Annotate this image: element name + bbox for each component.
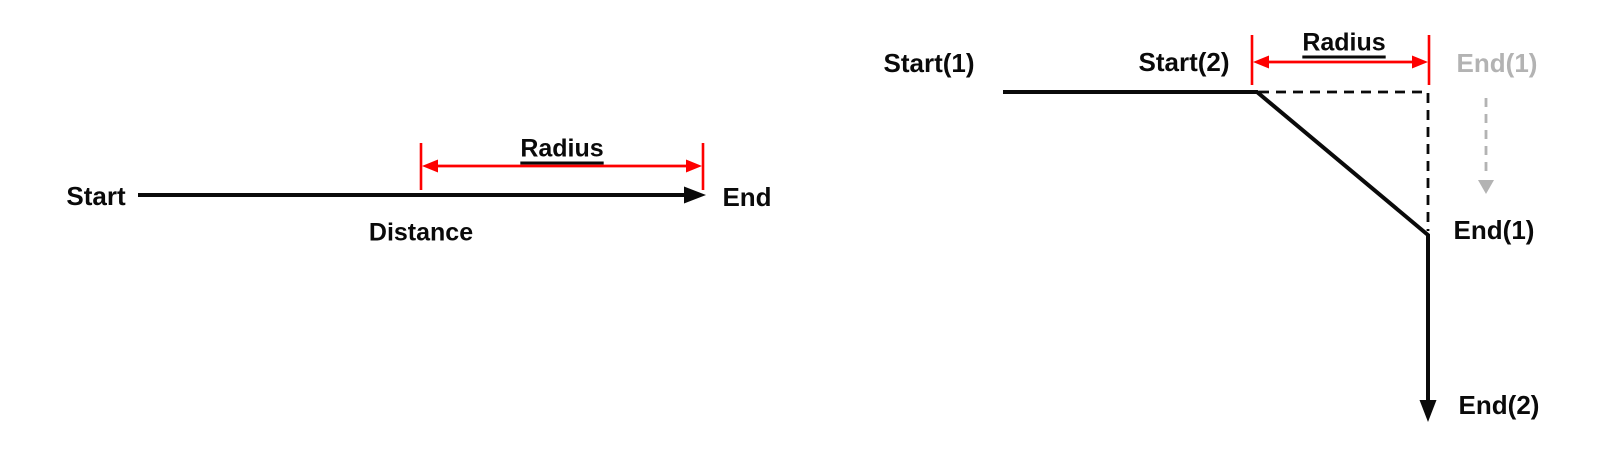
end-label: End <box>722 182 772 212</box>
original-path-dashed-line <box>1259 90 1430 231</box>
right-blend-figure <box>1003 35 1494 422</box>
end1-ghost-label: End(1) <box>1456 48 1538 78</box>
radius2-arrowhead-left-icon <box>1253 55 1269 69</box>
end2-label: End(2) <box>1458 390 1540 420</box>
start-label: Start <box>66 181 126 211</box>
left-distance-figure <box>138 143 706 204</box>
distance-label: Distance <box>368 218 474 247</box>
radius2-label: Radius <box>1302 28 1386 57</box>
blended-path-line <box>1003 90 1430 404</box>
start1-label: Start(1) <box>883 48 975 78</box>
end1-label: End(1) <box>1453 215 1535 245</box>
start2-label: Start(2) <box>1138 47 1230 77</box>
radius-arrowhead-right-icon <box>686 159 702 173</box>
radius-label: Radius <box>520 134 604 163</box>
radius2-arrowhead-right-icon <box>1412 55 1428 69</box>
ghost-end1-arrowhead-icon <box>1478 180 1494 194</box>
end2-arrowhead-icon <box>1419 400 1437 422</box>
distance-arrowhead-icon <box>684 186 706 204</box>
radius-arrowhead-left-icon <box>422 159 438 173</box>
